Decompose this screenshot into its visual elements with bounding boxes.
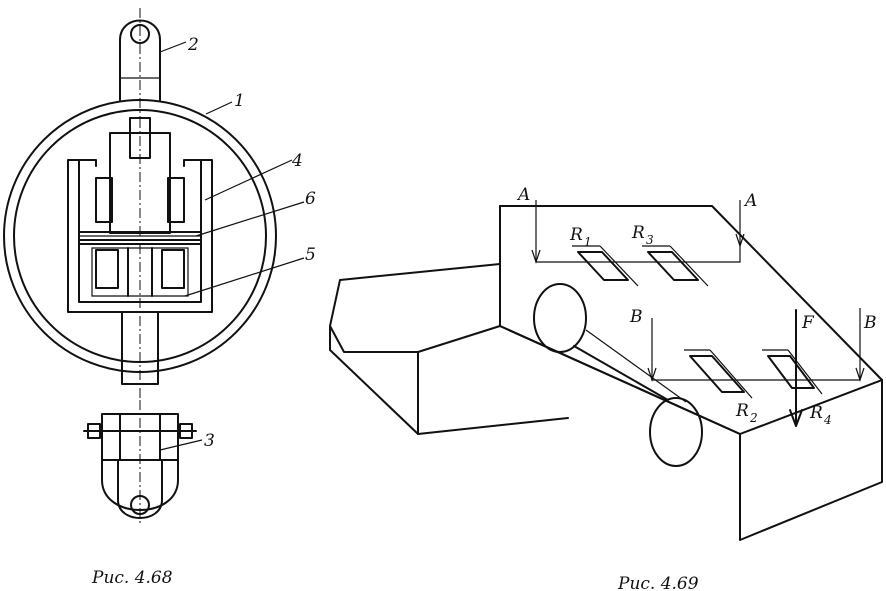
top-lug bbox=[119, 8, 161, 118]
gauge-r2 bbox=[684, 349, 753, 399]
label-force: F bbox=[801, 313, 815, 333]
load-beam bbox=[499, 205, 883, 541]
gauge-label-r4-sub: 4 bbox=[823, 413, 832, 427]
support-block bbox=[329, 263, 569, 435]
gauge-r1 bbox=[572, 245, 639, 287]
section-b bbox=[647, 308, 865, 382]
label-a-left: A bbox=[516, 185, 530, 205]
gauge-label-r2: R 2 bbox=[735, 401, 758, 425]
leader-lines bbox=[159, 41, 305, 451]
gauge-label-r1-sub: 1 bbox=[584, 235, 592, 249]
gauge-label-r4: R 4 bbox=[809, 403, 832, 427]
label-6: 6 bbox=[305, 189, 316, 209]
gauge-label-r1-letter: R bbox=[569, 225, 583, 245]
label-1: 1 bbox=[234, 91, 245, 111]
label-2: 2 bbox=[187, 35, 199, 55]
armature-plate bbox=[78, 231, 202, 241]
lower-core bbox=[91, 247, 189, 297]
bottom-lug bbox=[83, 400, 197, 525]
caption-fig-4-69: Рис. 4.69 bbox=[617, 574, 699, 591]
label-4: 4 bbox=[291, 151, 303, 171]
gauge-label-r2-sub: 2 bbox=[749, 411, 758, 425]
strain-gauges bbox=[572, 245, 823, 399]
strain-beam-drawing: A A B B F R 1 R 3 R 2 R 4 Рис. 4.69 bbox=[329, 185, 883, 591]
section-a bbox=[531, 200, 745, 264]
magnet-housing bbox=[67, 159, 213, 313]
gauge-label-r3: R 3 bbox=[631, 223, 654, 247]
label-3: 3 bbox=[204, 431, 215, 451]
force-arrow bbox=[789, 309, 803, 427]
gauge-label-r3-letter: R bbox=[631, 223, 645, 243]
beam-holes bbox=[533, 283, 703, 467]
label-5: 5 bbox=[305, 245, 316, 265]
label-b-left: B bbox=[629, 307, 643, 327]
gauge-label-r3-sub: 3 bbox=[646, 233, 654, 247]
gauge-label-r4-letter: R bbox=[809, 403, 823, 423]
gauge-r4 bbox=[762, 349, 823, 395]
gauge-r3 bbox=[642, 245, 709, 287]
force-sensor-drawing: 2 1 4 6 5 3 Рис. 4.68 bbox=[3, 8, 316, 588]
upper-coils bbox=[95, 177, 185, 223]
caption-fig-4-68: Рис. 4.68 bbox=[91, 568, 173, 588]
gauge-label-r2-letter: R bbox=[735, 401, 749, 421]
label-b-right: B bbox=[863, 313, 877, 333]
gauge-label-r1: R 1 bbox=[569, 225, 592, 249]
label-a-right: A bbox=[743, 191, 757, 211]
